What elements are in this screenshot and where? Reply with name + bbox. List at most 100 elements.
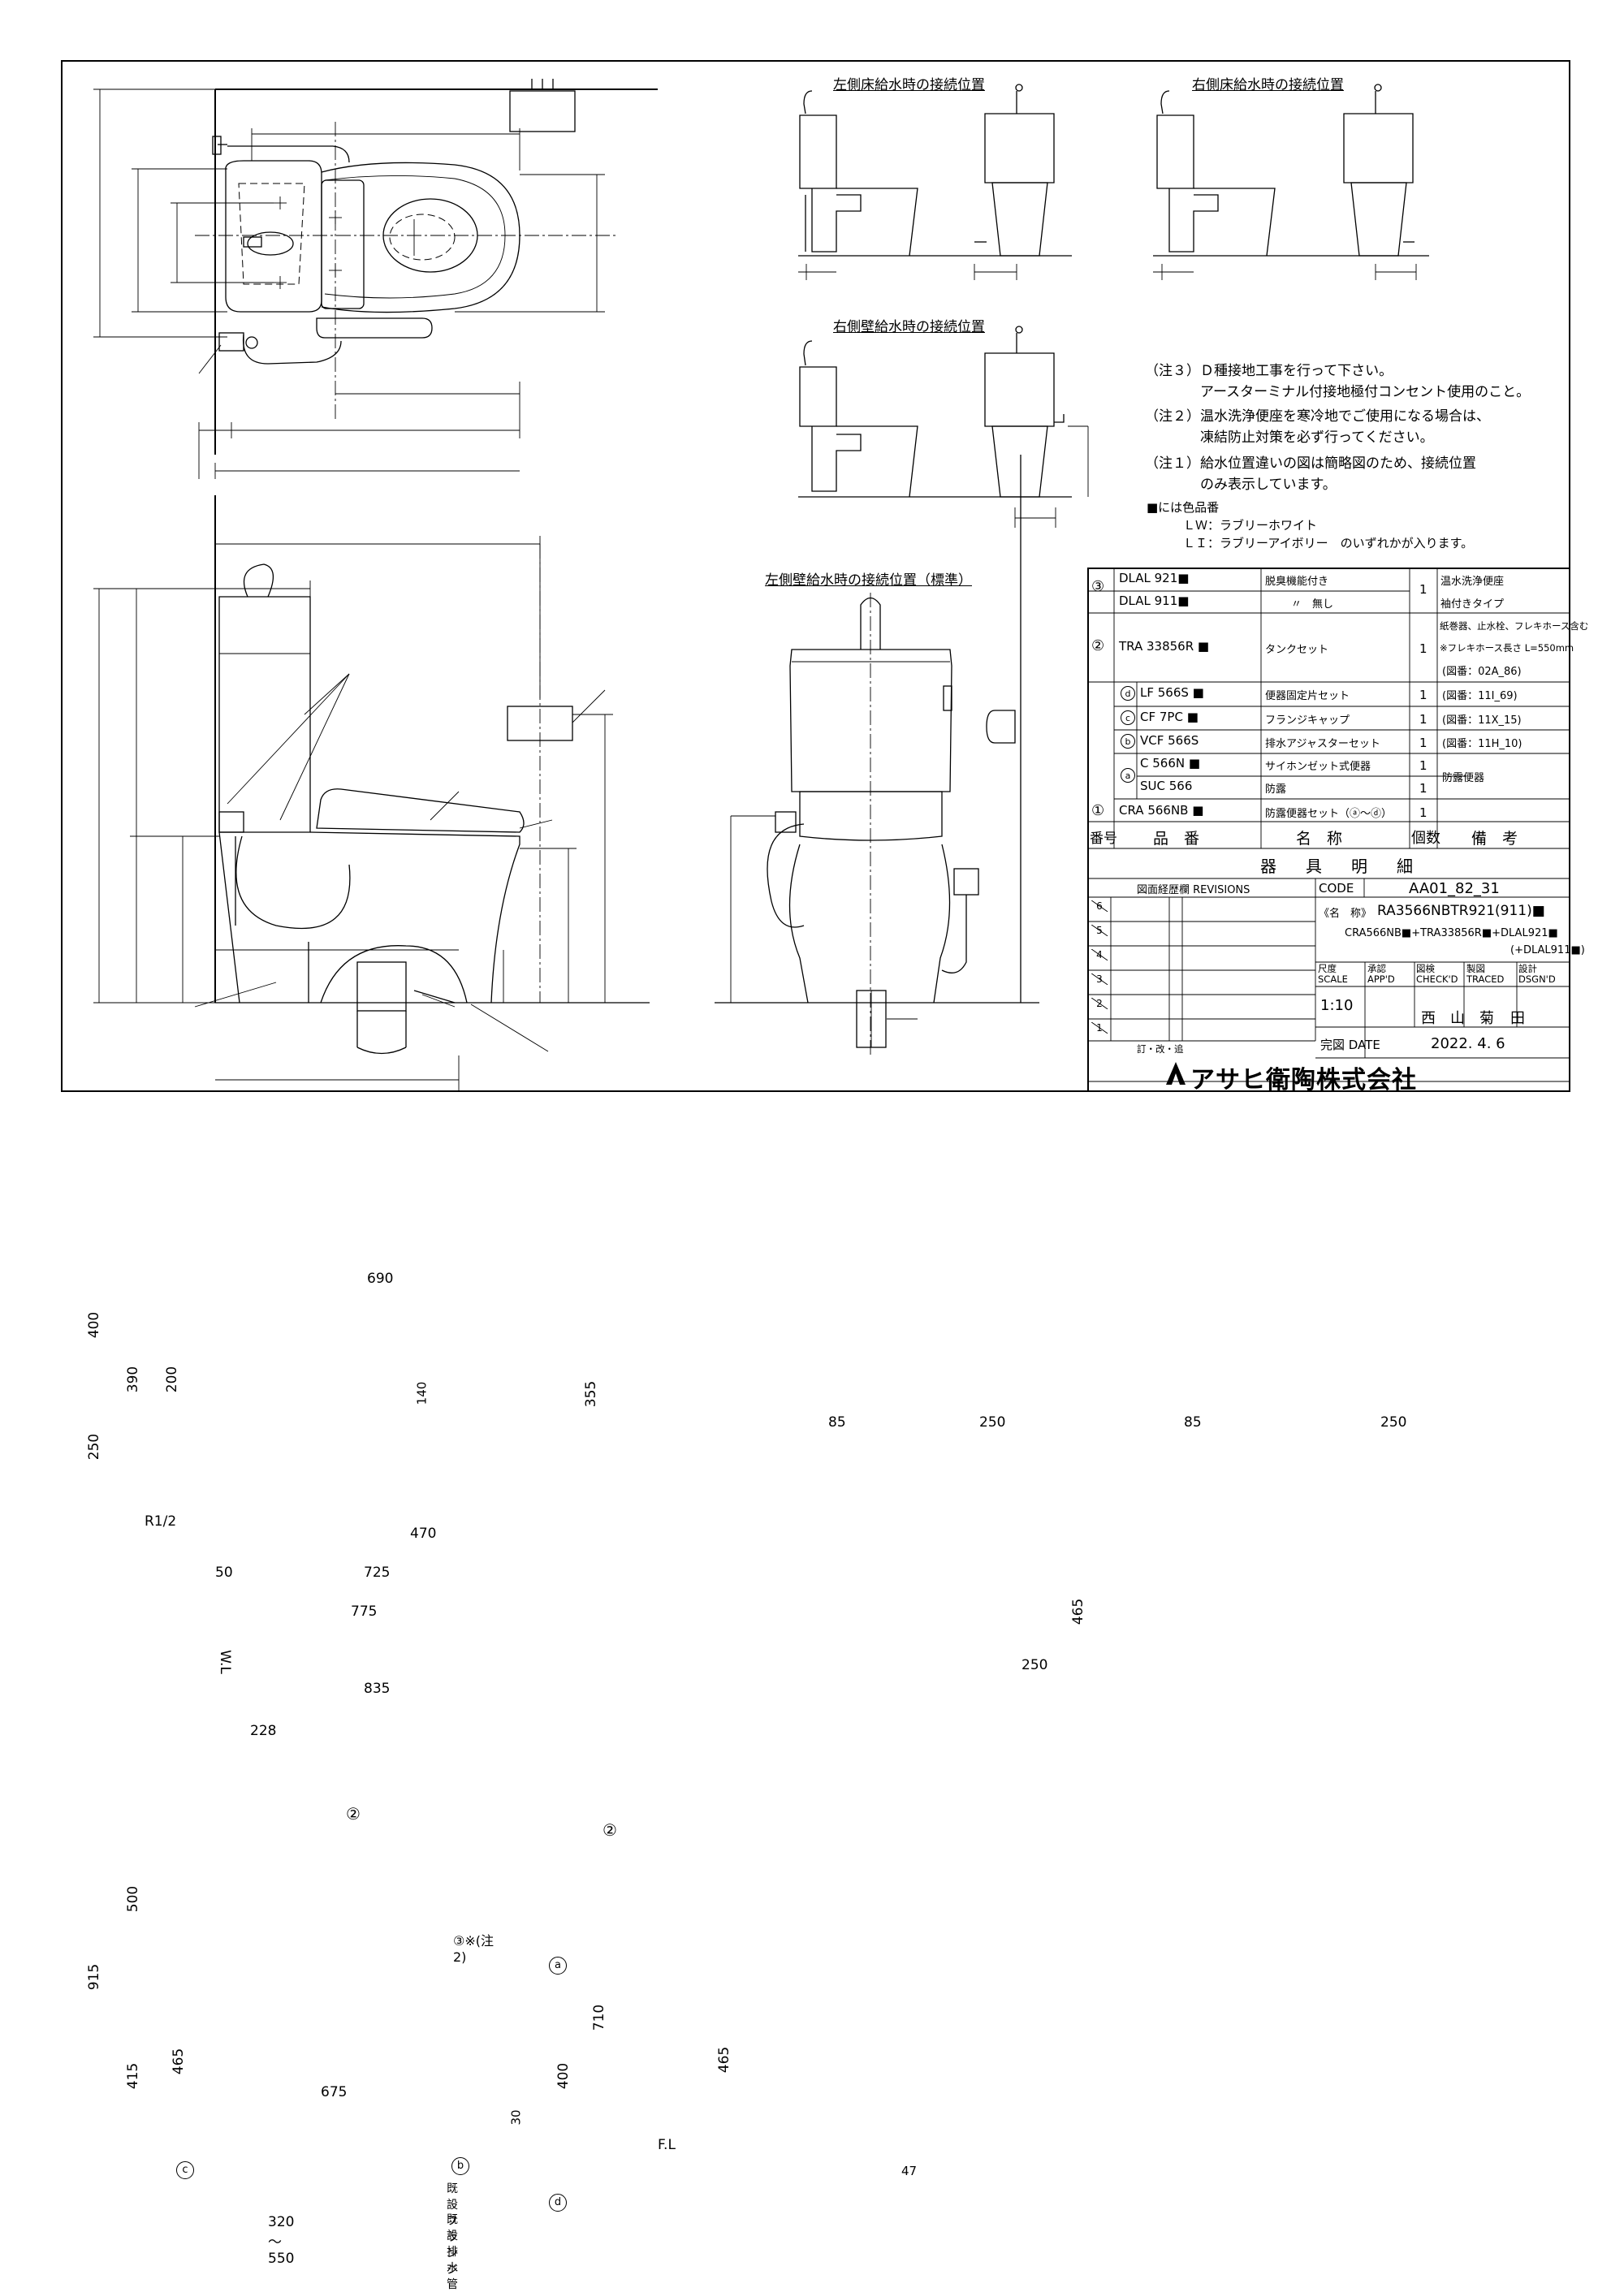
- part-2-remark-2: ※フレキホース長さ L=550mm: [1440, 642, 1574, 654]
- side-view: [93, 495, 650, 1092]
- part-1-code: CRA 566NB ■: [1119, 803, 1204, 818]
- company-name: アサヒ衛陶株式会社: [1190, 1066, 1417, 1094]
- dim-rf-85: 85: [1184, 1414, 1202, 1431]
- callout-d: d: [549, 2194, 567, 2212]
- part-b-name: 排水アジャスターセット: [1265, 738, 1380, 750]
- callout-2-side: ②: [346, 1804, 361, 1824]
- dim-228: 228: [250, 1723, 277, 1739]
- date-label: 完図 DATE: [1320, 1038, 1380, 1052]
- dim-725: 725: [364, 1565, 391, 1581]
- right-floor-view-title: 右側床給水時の接続位置: [1192, 77, 1344, 93]
- designer-name-2: 田: [1510, 1010, 1525, 1027]
- part-b-code: VCF 566S: [1140, 733, 1199, 748]
- dim-355: 355: [583, 1380, 600, 1408]
- dim-500: 500: [125, 1885, 142, 1913]
- part-b-remark: (図番：11H_10): [1442, 738, 1522, 750]
- code-label: CODE: [1319, 881, 1354, 896]
- dim-front-465: 465: [716, 2046, 733, 2074]
- revision-footer: 訂・改・追: [1137, 1043, 1184, 1055]
- part-3-remark-1: 温水洗浄便座: [1440, 576, 1505, 588]
- revision-mark: 4: [1091, 949, 1108, 960]
- part-3-number: ③: [1091, 578, 1105, 595]
- dim-rf-250: 250: [1380, 1414, 1407, 1431]
- part-b-number: b: [1121, 734, 1135, 749]
- part-a2-name: 防露: [1265, 783, 1287, 796]
- company-logo: [1166, 1062, 1186, 1085]
- part-a2-qty: 1: [1419, 781, 1427, 796]
- part-1-number: ①: [1091, 802, 1105, 819]
- callout-2-holder: ②: [603, 1820, 617, 1840]
- dim-30: 30: [508, 2109, 524, 2126]
- dim-470: 470: [410, 1526, 437, 1542]
- dim-775: 775: [351, 1604, 378, 1620]
- scale-value: 1:10: [1320, 997, 1354, 1014]
- dim-710: 710: [591, 2004, 608, 2031]
- dim-390: 390: [125, 1366, 142, 1393]
- right-wall-view-title: 右側壁給水時の接続位置: [833, 319, 985, 335]
- note-2: （注２）温水洗浄便座を寒冷地でご使用になる場合は、 凍結防止対策を必ず行ってくだ…: [1145, 408, 1490, 446]
- part-3-remark-2: 袖付きタイプ: [1440, 598, 1505, 611]
- header-name: 名 称: [1296, 830, 1343, 848]
- table-title: 器 具 明 細: [1260, 857, 1419, 876]
- part-2-remark-1: 紙巻器、止水栓、フレキホース含む: [1440, 620, 1589, 632]
- dim-400: 400: [86, 1311, 103, 1339]
- note-3: （注３）Ｄ種接地工事を行って下さい。 アースターミナル付接地極付コンセント使用の…: [1145, 363, 1531, 400]
- checked-label: 図検 CHECK'D: [1416, 963, 1458, 985]
- part-2-remark-3: (図番：02A_86): [1442, 666, 1522, 678]
- label-existing-drain: 既設排水管: [447, 2213, 458, 2291]
- revision-mark: 5: [1091, 925, 1108, 936]
- part-3a-code: DLAL 921■: [1119, 571, 1190, 585]
- part-d-number: d: [1121, 686, 1135, 701]
- left-floor-view-title: 左側床給水時の接続位置: [833, 77, 985, 93]
- plan-view: [93, 79, 658, 479]
- drawing-code: AA01_82_31: [1409, 880, 1500, 897]
- part-2-code: TRA 33856R ■: [1119, 639, 1210, 654]
- callout-c: c: [176, 2161, 194, 2179]
- part-a1-qty: 1: [1419, 758, 1427, 773]
- part-a-number: a: [1121, 768, 1135, 783]
- designed-label: 設計 DSGN'D: [1518, 963, 1556, 985]
- part-a2-code: SUC 566: [1140, 779, 1193, 793]
- model-name-2: CRA566NB■+TRA33856R■+DLAL921■: [1345, 927, 1558, 939]
- part-3b-name: 〃 無し: [1291, 598, 1334, 611]
- dim-250: 250: [86, 1433, 103, 1461]
- tracer-name: 山: [1450, 1010, 1465, 1027]
- part-2-name: タンクセット: [1265, 644, 1329, 656]
- note-1: （注１）給水位置違いの図は簡略図のため、接続位置 のみ表示しています。: [1145, 455, 1476, 493]
- callout-b: b: [451, 2157, 469, 2175]
- dim-915: 915: [86, 1963, 103, 1991]
- parts-table-grid: [1087, 568, 1570, 1092]
- model-name-3: (+DLAL911■): [1510, 944, 1585, 956]
- dim-lf-85: 85: [828, 1414, 846, 1431]
- part-1-qty: 1: [1419, 805, 1427, 820]
- dim-400-side: 400: [555, 2062, 572, 2090]
- part-b-qty: 1: [1419, 736, 1427, 750]
- dim-320-550: 320～550: [268, 2214, 295, 2267]
- part-c-remark: (図番：11X_15): [1442, 714, 1522, 727]
- left-wall-view-title: 左側壁給水時の接続位置（標準）: [765, 572, 972, 589]
- color-note: ■には色品番 ＬＷ：ラブリーホワイト ＬＩ：ラブリーアイボリー のいずれかが入り…: [1147, 500, 1474, 550]
- dim-50: 50: [215, 1565, 233, 1581]
- dim-r12: R1/2: [145, 1513, 177, 1530]
- dim-rw-465: 465: [1070, 1598, 1087, 1625]
- part-3b-code: DLAL 911■: [1119, 594, 1190, 608]
- dim-front-47: 47: [901, 2164, 918, 2178]
- header-remark: 備 考: [1471, 830, 1518, 848]
- header-code: 品 番: [1153, 830, 1200, 848]
- designer-name-1: 菊: [1479, 1010, 1494, 1027]
- revisions-label: 図面経歴欄 REVISIONS: [1137, 884, 1250, 896]
- header-qty: 個数: [1411, 830, 1440, 847]
- part-c-name: フランジキャップ: [1265, 714, 1350, 727]
- revision-mark: 1: [1091, 1022, 1108, 1034]
- part-3a-name: 脱臭機能付き: [1265, 576, 1329, 588]
- part-1-name: 防露便器セット（ⓐ～ⓓ）: [1265, 808, 1393, 820]
- dim-fl: F.L: [658, 2137, 676, 2153]
- revision-mark: 6: [1091, 900, 1108, 912]
- model-name-1: RA3566NBTR921(911)■: [1377, 903, 1545, 919]
- revision-mark: 3: [1091, 973, 1108, 985]
- part-3-qty: 1: [1419, 582, 1427, 597]
- dim-200: 200: [164, 1366, 181, 1393]
- drawing-canvas: [61, 60, 1570, 1092]
- part-a1-code: C 566N ■: [1140, 756, 1201, 770]
- completion-date: 2022. 4. 6: [1431, 1035, 1505, 1052]
